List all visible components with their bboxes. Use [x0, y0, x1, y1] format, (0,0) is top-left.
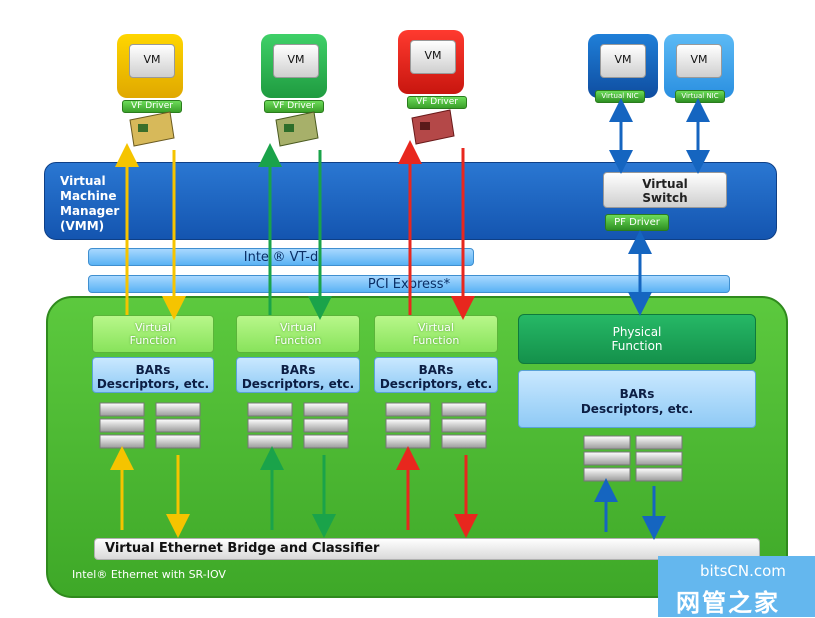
vm-4-label: VM [600, 44, 646, 78]
green-arrows [258, 143, 336, 538]
ethernet-card-2 [275, 111, 319, 147]
watermark-url: bitsCN.com [700, 562, 786, 580]
vm-5-label: VM [676, 44, 722, 78]
vt-d-bus: Intel® VT-d [88, 248, 474, 266]
vm-2: VM VF Driver [261, 34, 327, 113]
virtual-switch: Virtual Switch [603, 172, 727, 208]
queue-2a [247, 402, 293, 449]
red-arrows [396, 140, 478, 538]
ethernet-card-3 [411, 109, 455, 145]
queue-1b [155, 402, 201, 449]
queue-pf-b [635, 435, 683, 482]
vmm-label: Virtual Machine Manager (VMM) [60, 174, 120, 233]
vf-driver-2: VF Driver [264, 100, 324, 113]
ethernet-card-1 [129, 111, 175, 147]
watermark-text: 网管之家 [676, 589, 780, 617]
virtual-function-2: Virtual Function [236, 315, 360, 353]
ethernet-bridge: Virtual Ethernet Bridge and Classifier [94, 538, 760, 560]
vm-1: VM VF Driver [117, 34, 183, 113]
nic-label: Intel® Ethernet with SR-IOV [72, 568, 226, 581]
vf-driver-1: VF Driver [122, 100, 182, 113]
vm-1-label: VM [129, 44, 175, 78]
queue-2b [303, 402, 349, 449]
vm-2-label: VM [273, 44, 319, 78]
bars-descriptors-pf: BARs Descriptors, etc. [518, 370, 756, 428]
virtual-function-1: Virtual Function [92, 315, 214, 353]
watermark-box [658, 556, 815, 617]
bars-descriptors-1: BARs Descriptors, etc. [92, 357, 214, 393]
vm-4: VM Virtual NIC [588, 34, 658, 103]
queue-stacks [99, 402, 683, 482]
blue-arrows [594, 98, 710, 540]
queue-1a [99, 402, 145, 449]
yellow-arrows [110, 143, 190, 538]
physical-function: Physical Function [518, 314, 756, 364]
bars-descriptors-3: BARs Descriptors, etc. [374, 357, 498, 393]
queue-3a [385, 402, 431, 449]
bars-descriptors-2: BARs Descriptors, etc. [236, 357, 360, 393]
queue-3b [441, 402, 487, 449]
virtual-function-3: Virtual Function [374, 315, 498, 353]
queue-pf-a [583, 435, 631, 482]
vm-3-label: VM [410, 40, 456, 74]
vf-driver-3: VF Driver [407, 96, 467, 109]
vm-3: VM VF Driver [398, 30, 467, 109]
